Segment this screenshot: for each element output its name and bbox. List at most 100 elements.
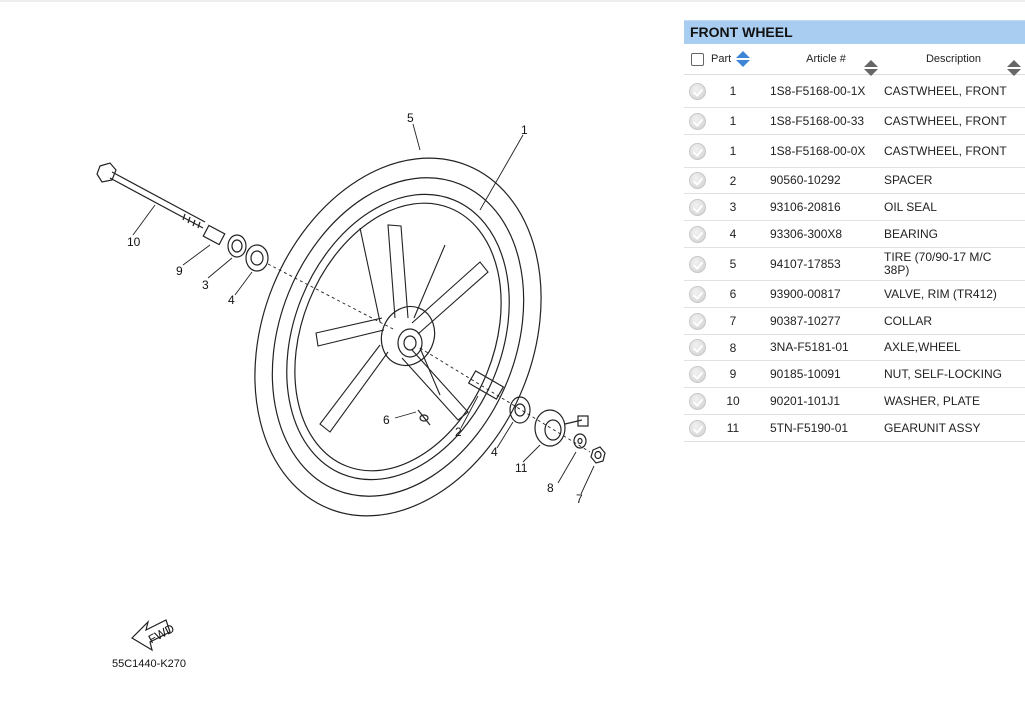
row-article: 90201-101J1 <box>770 393 841 408</box>
row-article: 90185-10091 <box>770 366 841 381</box>
row-description: COLLAR <box>884 313 933 328</box>
diagram-code: 55C1440-K270 <box>112 658 186 670</box>
table-row[interactable]: 8 3NA-F5181-01 AXLE,WHEEL <box>684 335 1025 361</box>
callout-4-left: 4 <box>228 293 235 307</box>
column-header-description-label: Description <box>925 53 982 65</box>
sort-icon[interactable] <box>864 59 878 77</box>
add-to-cart-check-icon[interactable] <box>688 172 706 189</box>
collar-drawing <box>202 224 226 246</box>
callout-5: 5 <box>407 111 414 125</box>
add-to-cart-check-icon[interactable] <box>688 225 706 243</box>
table-row[interactable]: 2 90560-10292 SPACER <box>684 168 1025 194</box>
nut-drawing <box>590 446 606 464</box>
row-article: 3NA-F5181-01 <box>770 340 849 354</box>
row-description: CASTWHEEL, FRONT <box>884 143 1007 158</box>
valve-drawing <box>417 409 431 426</box>
callout-11: 11 <box>515 461 528 475</box>
row-article: 5TN-F5190-01 <box>770 420 849 435</box>
row-description: TIRE (70/90-17 M/C 38P) <box>884 250 992 277</box>
column-header-article-label: Article # <box>806 53 846 65</box>
row-description: SPACER <box>884 173 933 187</box>
wheel-spokes-drawing <box>315 224 489 433</box>
bearing-right-drawing <box>509 396 531 424</box>
row-part: 4 <box>729 227 737 241</box>
sort-icon[interactable] <box>1007 59 1021 77</box>
row-description: NUT, SELF-LOCKING <box>884 366 1003 381</box>
add-to-cart-check-icon[interactable] <box>688 339 706 356</box>
table-row[interactable]: 7 90387-10277 COLLAR <box>684 308 1025 335</box>
column-header-article[interactable]: Article # <box>770 53 882 76</box>
row-article: 94107-17853 <box>770 256 841 271</box>
add-to-cart-check-icon[interactable] <box>688 419 706 437</box>
row-article: 90560-10292 <box>770 173 841 187</box>
table-header: Part Article # Description <box>684 44 1025 76</box>
column-header-description[interactable]: Description <box>882 53 1025 76</box>
add-to-cart-check-icon[interactable] <box>688 365 706 383</box>
row-article: 93306-300X8 <box>770 226 843 241</box>
oil-seal-drawing <box>227 234 247 258</box>
sort-icon[interactable] <box>736 50 751 68</box>
callout-10: 8 <box>547 481 554 495</box>
row-part: 1 <box>729 84 737 98</box>
callout-8: 10 <box>127 235 141 249</box>
callout-3: 3 <box>202 278 209 292</box>
add-to-cart-check-icon[interactable] <box>688 285 706 303</box>
row-part: 9 <box>729 367 737 381</box>
table-row[interactable]: 4 93306-300X8 BEARING <box>684 221 1025 248</box>
callout-7: 9 <box>176 264 183 278</box>
table-body: 1 1S8-F5168-00-1X CASTWHEEL, FRONT 1 1S8… <box>684 75 1025 442</box>
row-article: 90387-10277 <box>770 313 841 328</box>
row-description: BEARING <box>884 226 939 241</box>
row-part: 1 <box>729 114 737 128</box>
row-part: 8 <box>729 340 737 355</box>
row-part: 11 <box>726 421 740 435</box>
table-row[interactable]: 3 93106-20816 OIL SEAL <box>684 194 1025 221</box>
row-part: 6 <box>729 287 737 301</box>
top-divider <box>0 0 1025 2</box>
add-to-cart-check-icon[interactable] <box>688 112 706 130</box>
select-all-checkbox[interactable] <box>690 52 704 66</box>
table-row[interactable]: 1 1S8-F5168-00-1X CASTWHEEL, FRONT <box>684 75 1025 108</box>
add-to-cart-check-icon[interactable] <box>688 392 706 410</box>
table-row[interactable]: 1 1S8-F5168-00-33 CASTWHEEL, FRONT <box>684 108 1025 135</box>
spacer-drawing <box>467 370 505 400</box>
row-article: 93900-00817 <box>770 286 841 301</box>
callout-4-right: 4 <box>491 445 498 459</box>
table-row[interactable]: 1 1S8-F5168-00-0X CASTWHEEL, FRONT <box>684 135 1025 168</box>
row-part: 3 <box>729 200 737 214</box>
column-header-part[interactable]: Part <box>710 50 770 68</box>
column-header-part-label: Part <box>711 53 732 65</box>
wheel-hub-drawing <box>380 305 436 367</box>
add-to-cart-check-icon[interactable] <box>688 198 706 216</box>
callout-2: 2 <box>455 425 462 439</box>
row-description: VALVE, RIM (TR412) <box>884 286 997 301</box>
bearing-left-drawing <box>245 244 269 272</box>
row-description: AXLE,WHEEL <box>884 340 961 354</box>
table-row[interactable]: 9 90185-10091 NUT, SELF-LOCKING <box>684 361 1025 388</box>
row-part: 7 <box>729 314 737 328</box>
table-row[interactable]: 6 93900-00817 VALVE, RIM (TR412) <box>684 281 1025 308</box>
exploded-parts-diagram: 5 1 10 9 3 4 6 2 4 11 8 7 FWD 55C1440-K2… <box>96 111 606 670</box>
add-to-cart-check-icon[interactable] <box>688 142 706 160</box>
add-to-cart-check-icon[interactable] <box>688 82 706 100</box>
row-part: 5 <box>729 257 737 271</box>
gear-unit-drawing <box>534 409 589 447</box>
axle-drawing <box>96 162 206 229</box>
row-description: CASTWHEEL, FRONT <box>884 83 1007 98</box>
leader-lines <box>132 123 595 495</box>
row-part: 2 <box>729 173 737 188</box>
row-part: 10 <box>726 394 740 408</box>
table-row[interactable]: 5 94107-17853 TIRE (70/90-17 M/C 38P) <box>684 248 1025 281</box>
callout-1: 1 <box>521 123 528 137</box>
row-article: 1S8-F5168-00-33 <box>770 113 865 128</box>
callout-6: 6 <box>383 413 390 427</box>
washer-drawing <box>573 433 587 449</box>
row-article: 1S8-F5168-00-1X <box>770 83 866 98</box>
table-row[interactable]: 11 5TN-F5190-01 GEARUNIT ASSY <box>684 415 1025 442</box>
row-description: GEARUNIT ASSY <box>884 420 981 435</box>
table-row[interactable]: 10 90201-101J1 WASHER, PLATE <box>684 388 1025 415</box>
row-article: 1S8-F5168-00-0X <box>770 143 866 158</box>
select-all-cell <box>684 52 710 66</box>
add-to-cart-check-icon[interactable] <box>688 312 706 330</box>
add-to-cart-check-icon[interactable] <box>688 255 706 273</box>
